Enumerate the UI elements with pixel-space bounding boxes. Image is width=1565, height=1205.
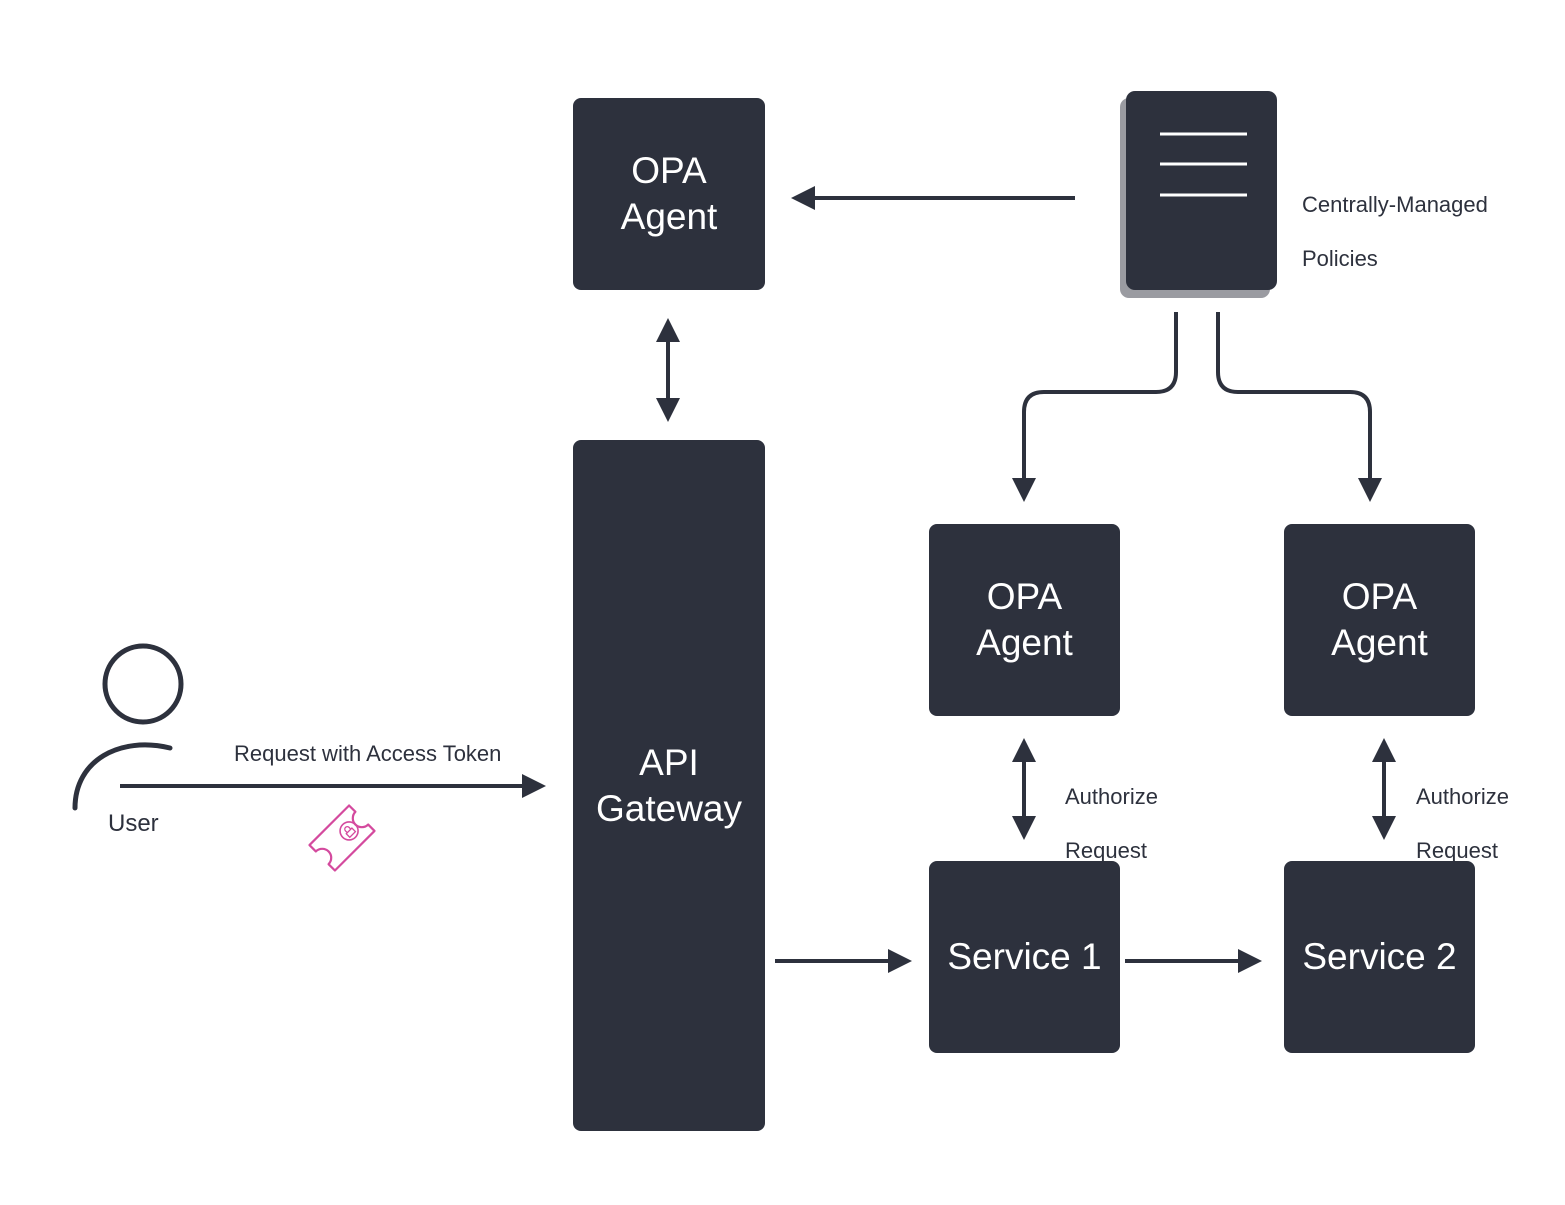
opa-agent-right-line2: Agent bbox=[1331, 622, 1428, 663]
opa-agent-middle-line2: Agent bbox=[976, 622, 1073, 663]
authorize-request-1-line2: Request bbox=[1065, 838, 1147, 863]
authorize-request-label-2: Authorize Request bbox=[1416, 756, 1509, 891]
opa-agent-middle: OPA Agent bbox=[929, 524, 1120, 716]
authorize-request-label-1: Authorize Request bbox=[1065, 756, 1158, 891]
user-icon bbox=[72, 643, 184, 811]
policies-label: Centrally-Managed Policies bbox=[1302, 164, 1488, 299]
service-1-label: Service 1 bbox=[947, 936, 1102, 977]
api-gateway-line2: Gateway bbox=[595, 787, 742, 829]
user-label: User bbox=[108, 810, 159, 837]
opa-agent-right-line1: OPA bbox=[1341, 576, 1418, 617]
opa-agent-top: OPA Agent bbox=[573, 98, 765, 290]
opa-agent-top-line1: OPA bbox=[631, 150, 707, 191]
opa-agent-right: OPA Agent bbox=[1284, 524, 1475, 716]
opa-agent-middle-line1: OPA bbox=[986, 576, 1063, 617]
service-2: Service 2 bbox=[1284, 861, 1475, 1053]
service-1: Service 1 bbox=[929, 861, 1120, 1053]
authorize-request-1-line1: Authorize bbox=[1065, 784, 1158, 809]
lock-icon bbox=[339, 821, 359, 841]
policies-to-opa-middle-arrow bbox=[1012, 312, 1178, 502]
authorize-request-2-line2: Request bbox=[1416, 838, 1498, 863]
service-2-label: Service 2 bbox=[1302, 936, 1457, 977]
authorize-request-2-line1: Authorize bbox=[1416, 784, 1509, 809]
api-gateway: API Gateway bbox=[573, 440, 765, 1131]
access-token-icon bbox=[308, 804, 376, 872]
request-label: Request with Access Token bbox=[234, 741, 502, 766]
policies-label-line1: Centrally-Managed bbox=[1302, 192, 1488, 217]
api-gateway-line1: API bbox=[639, 741, 699, 783]
policies-to-opa-right-arrow bbox=[1216, 312, 1382, 502]
policies-label-line2: Policies bbox=[1302, 246, 1378, 271]
policy-document-icon bbox=[1120, 91, 1277, 298]
opa-agent-top-line2: Agent bbox=[620, 196, 718, 237]
